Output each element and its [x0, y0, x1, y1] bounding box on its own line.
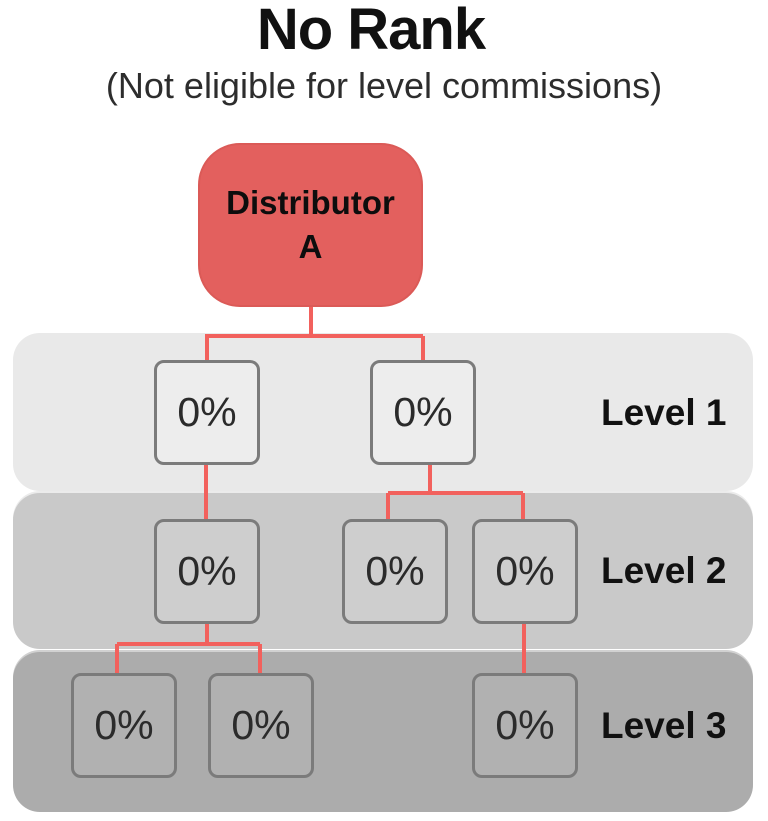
level1-node-2: 0% — [370, 360, 476, 465]
level-3-label: Level 3 — [601, 705, 727, 746]
commission-value: 0% — [231, 702, 291, 748]
page-subtitle: (Not eligible for level commissions) — [105, 65, 663, 106]
level2-node-1: 0% — [154, 519, 260, 624]
distributor-name-line1: Distributor — [226, 184, 395, 221]
level2-node-2: 0% — [342, 519, 448, 624]
commission-value: 0% — [365, 548, 425, 594]
commission-value: 0% — [495, 702, 555, 748]
level-1-label: Level 1 — [601, 392, 727, 433]
level3-node-1: 0% — [71, 673, 177, 778]
connector-level2a-to-level3ab — [115, 622, 262, 675]
level1-node-1: 0% — [154, 360, 260, 465]
distributor-name-line2: A — [298, 228, 323, 265]
level3-node-2: 0% — [208, 673, 314, 778]
commission-value: 0% — [94, 702, 154, 748]
level-2-label: Level 2 — [601, 550, 727, 591]
page-title: No Rank — [256, 0, 486, 62]
commission-value: 0% — [495, 548, 555, 594]
distributor-a-node: Distributor A — [198, 143, 423, 307]
commission-value: 0% — [177, 389, 237, 435]
connector-root-to-level1 — [205, 307, 425, 362]
commission-value: 0% — [393, 389, 453, 435]
connector-level1b-to-level2bc — [386, 464, 525, 521]
level3-node-3: 0% — [472, 673, 578, 778]
distributor-a-label: Distributor A — [226, 181, 395, 269]
level2-node-3: 0% — [472, 519, 578, 624]
commission-value: 0% — [177, 548, 237, 594]
